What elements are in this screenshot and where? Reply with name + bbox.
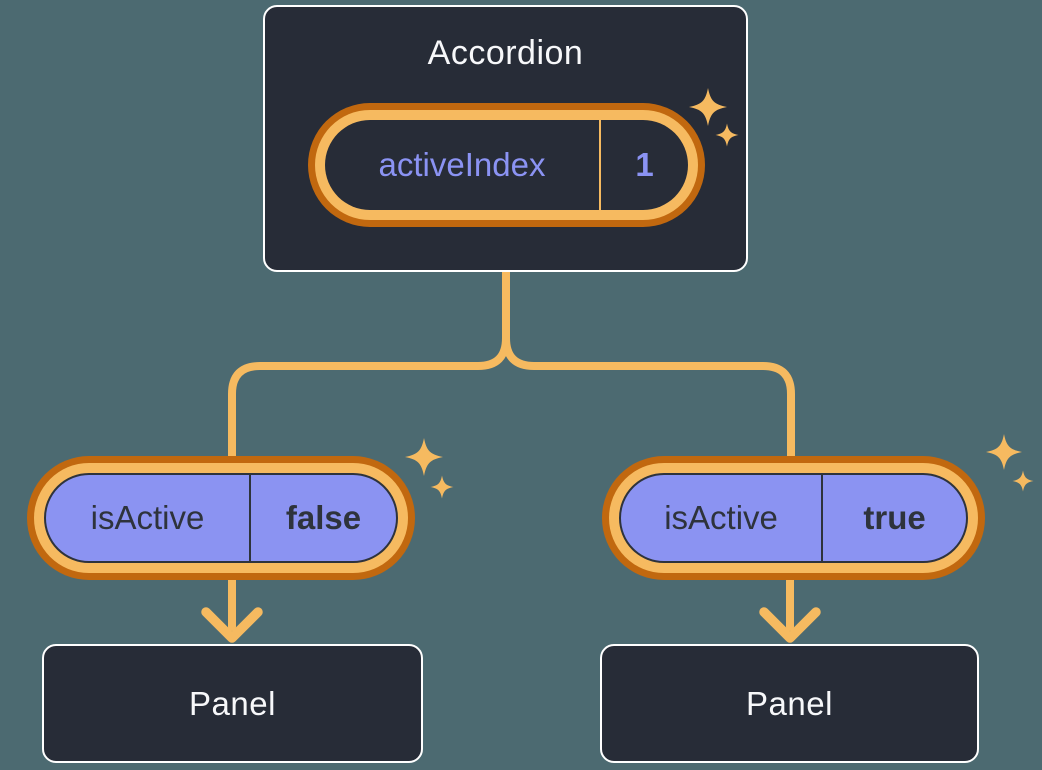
prop-pill-value: false [285, 499, 362, 536]
prop-pill-value: true [863, 499, 926, 536]
state-pill-value: 1 [635, 146, 654, 183]
sparkles-icon [986, 434, 1034, 492]
state-pill-activeindex: activeIndex 1 [308, 103, 705, 227]
prop-pill-ring: isActive false [34, 463, 408, 573]
accordion-node-title: Accordion [427, 34, 584, 72]
panel-node-title: Panel [746, 684, 833, 722]
state-pill-divider [599, 120, 602, 210]
panel-node-right: Panel [600, 644, 979, 763]
sparkles-icon [689, 88, 739, 147]
panel-node-left: Panel [42, 644, 423, 763]
arrowhead-down-icon-left [201, 607, 263, 643]
prop-pill-label: isActive [90, 499, 205, 536]
prop-pill-divider [249, 475, 251, 561]
sparkles-icon [405, 438, 454, 499]
arrowhead-down-icon-right [759, 607, 821, 643]
prop-pill-isactive-left: isActive false [27, 456, 415, 580]
prop-pill-divider [821, 475, 824, 561]
prop-pill-label: isActive [664, 499, 778, 536]
panel-node-title: Panel [189, 684, 276, 722]
state-pill-label: activeIndex [378, 146, 546, 183]
state-pill-ring: activeIndex 1 [315, 110, 698, 220]
connector-fork-left [228, 270, 510, 461]
connector-fork-right [502, 270, 795, 461]
prop-pill-isactive-right: isActive true [602, 456, 985, 580]
prop-pill-ring: isActive true [609, 463, 978, 573]
